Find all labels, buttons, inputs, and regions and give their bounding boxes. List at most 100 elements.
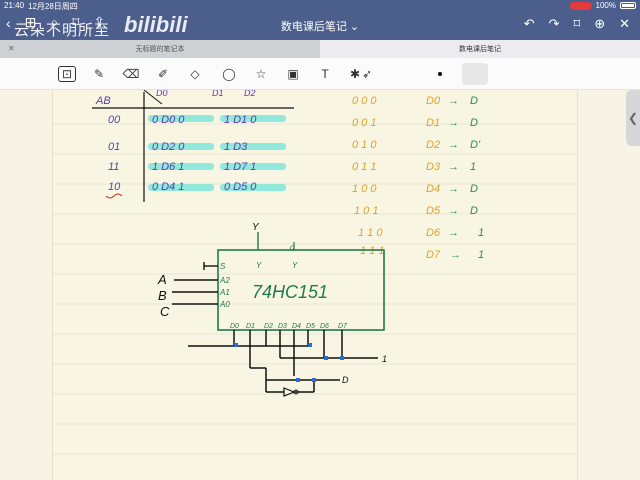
pin-y-bar-label: Y — [292, 261, 298, 270]
data-pin-label: D3 — [278, 323, 287, 330]
truth-table: 0 0 0 D0 → D 0 0 1 D1 → D 0 1 0 D2 → D' … — [352, 95, 484, 261]
drawing-toolbar: ⊡ ✎ ⌫ ✐ ◇ ◯ ☆ ▣ T ✱ ➶ — [0, 58, 640, 90]
input-d-label: D — [342, 375, 349, 385]
kmap-cell: 0 D4 1 — [152, 181, 184, 193]
kmap-cell: 1 D6 1 — [152, 161, 184, 173]
chevron-left-icon: ❮ — [627, 111, 639, 125]
truth-value: D — [470, 117, 478, 129]
truth-inputs: 1 1 0 — [358, 227, 383, 239]
truth-arrow: → — [448, 117, 459, 129]
search-icon[interactable]: ⌕ — [50, 14, 59, 30]
new-page-icon[interactable]: ⊕ — [594, 16, 606, 31]
input-label-a: A — [157, 272, 167, 287]
bookmark-page-icon[interactable]: ⌑ — [573, 16, 581, 31]
truth-arrow: → — [450, 249, 461, 261]
kmap-header-ab: AB — [95, 95, 111, 107]
truth-arrow: → — [448, 139, 459, 151]
bookmark-icon[interactable]: ⌑ — [72, 14, 80, 30]
data-wiring — [188, 330, 378, 393]
battery-icon — [620, 2, 636, 9]
tab-digital-notes[interactable]: 数电课后笔记 — [320, 40, 640, 58]
undo-icon[interactable]: ↶ — [523, 16, 535, 31]
status-time: 21:40 — [4, 1, 25, 10]
back-icon[interactable]: ‹ — [6, 14, 11, 31]
truth-inputs: 0 0 0 — [352, 95, 377, 107]
share-icon[interactable]: ⇪ — [93, 14, 106, 30]
shapes-icon[interactable]: ◇ — [190, 67, 200, 81]
truth-output: D5 — [426, 205, 441, 217]
sidebar-toggle[interactable]: ❮ — [626, 90, 640, 146]
data-pin-label: D1 — [246, 323, 255, 330]
eraser-icon[interactable]: ⌫ — [122, 67, 140, 81]
bluetooth-icon[interactable]: ✱ — [349, 67, 361, 81]
image-icon[interactable]: ▣ — [287, 67, 299, 81]
kmap-row-ab: 01 — [108, 141, 120, 153]
status-date: 12月28日周四 — [28, 2, 78, 11]
truth-inputs: 0 1 0 — [352, 139, 377, 151]
truth-arrow: → — [448, 161, 459, 173]
ruled-lines — [52, 123, 578, 455]
const-one-label: 1 — [382, 354, 387, 364]
truth-inputs: 1 0 0 — [352, 183, 377, 195]
kmap-table: AB D0 D1 D2 00 0 D0 0 1 D1 0 01 0 D2 0 1… — [92, 90, 294, 202]
pin-a2-label: A2 — [219, 276, 230, 285]
input-label-c: C — [160, 304, 170, 319]
redo-icon[interactable]: ↷ — [548, 16, 560, 31]
pin-y-label: Y — [256, 261, 262, 270]
truth-output: D2 — [426, 139, 440, 151]
nav-right: ↶ ↷ ⌑ ⊕ ✕ — [524, 16, 630, 32]
truth-value: 1 — [478, 249, 484, 261]
text-icon[interactable]: T — [321, 67, 329, 81]
kmap-cell: 1 D7 1 — [224, 161, 256, 173]
highlighter-icon[interactable]: ✐ — [157, 67, 169, 81]
watermark-text: 云朵不明所至 — [14, 22, 111, 39]
lasso-zoom-icon[interactable]: ⊡ — [58, 66, 76, 82]
battery-text: 100% — [595, 1, 616, 10]
truth-value: D — [470, 183, 478, 195]
kmap-header-col: D2 — [244, 90, 256, 98]
recording-indicator-icon — [569, 1, 592, 10]
truth-value: D — [470, 95, 478, 107]
bilibili-logo: bilibili — [124, 12, 188, 37]
tab-close-icon[interactable]: ✕ — [8, 44, 15, 53]
stroke-dot-size[interactable] — [438, 72, 442, 76]
truth-inputs: 0 0 1 — [352, 117, 376, 129]
tab-untitled-notebook[interactable]: ✕ 无标题的笔记本 — [0, 40, 320, 58]
pin-y-bar-mark: o — [290, 243, 295, 252]
lasso-icon[interactable]: ◯ — [222, 67, 236, 81]
truth-arrow: → — [448, 183, 459, 195]
laser-pointer-icon[interactable]: ➶ — [361, 67, 373, 81]
top-bar: 21:40 12月28日周四 100% ‹ ⊞ ⌕ ⌑ ⇪ 数电课后笔记 ⌄ ↶… — [0, 0, 640, 40]
mux-schematic: 74HC151 Y Y Y o S A2 A1 A0 A B C D0 D1 D… — [157, 222, 387, 397]
truth-value: 1 — [478, 227, 484, 239]
data-pin-label: D2 — [264, 323, 273, 330]
kmap-header-col: D0 — [156, 90, 168, 98]
pen-icon[interactable]: ✎ — [93, 67, 105, 81]
tab-label: 数电课后笔记 — [459, 46, 501, 53]
close-icon[interactable]: ✕ — [619, 16, 630, 31]
data-pin-label: D5 — [306, 323, 315, 330]
note-page[interactable] — [52, 90, 578, 480]
inverter-symbol — [283, 387, 296, 397]
chevron-down-icon: ⌄ — [349, 21, 360, 33]
truth-value: 1 — [470, 161, 476, 173]
tab-label: 无标题的笔记本 — [135, 46, 185, 53]
truth-arrow: → — [448, 227, 459, 239]
data-pin-label: D7 — [338, 323, 348, 330]
stroke-style-selector[interactable] — [462, 63, 488, 85]
truth-output: D1 — [426, 117, 440, 129]
document-title[interactable]: 数电课后笔记 ⌄ — [0, 18, 640, 34]
nav-left: ‹ ⊞ ⌕ ⌑ ⇪ — [6, 14, 105, 31]
kmap-header-col: D1 — [212, 90, 224, 98]
data-pin-label: D0 — [230, 323, 239, 330]
truth-output: D4 — [426, 183, 440, 195]
kmap-cell: 0 D5 0 — [224, 181, 257, 193]
kmap-cell: 0 D0 0 — [152, 114, 185, 126]
pin-s-label: S — [220, 262, 226, 271]
kmap-row-ab: 00 — [108, 114, 121, 126]
data-pin-label: D4 — [292, 323, 301, 330]
sticker-icon[interactable]: ☆ — [255, 67, 267, 81]
data-pin-label: D6 — [320, 323, 329, 330]
grid-icon[interactable]: ⊞ — [24, 14, 37, 30]
